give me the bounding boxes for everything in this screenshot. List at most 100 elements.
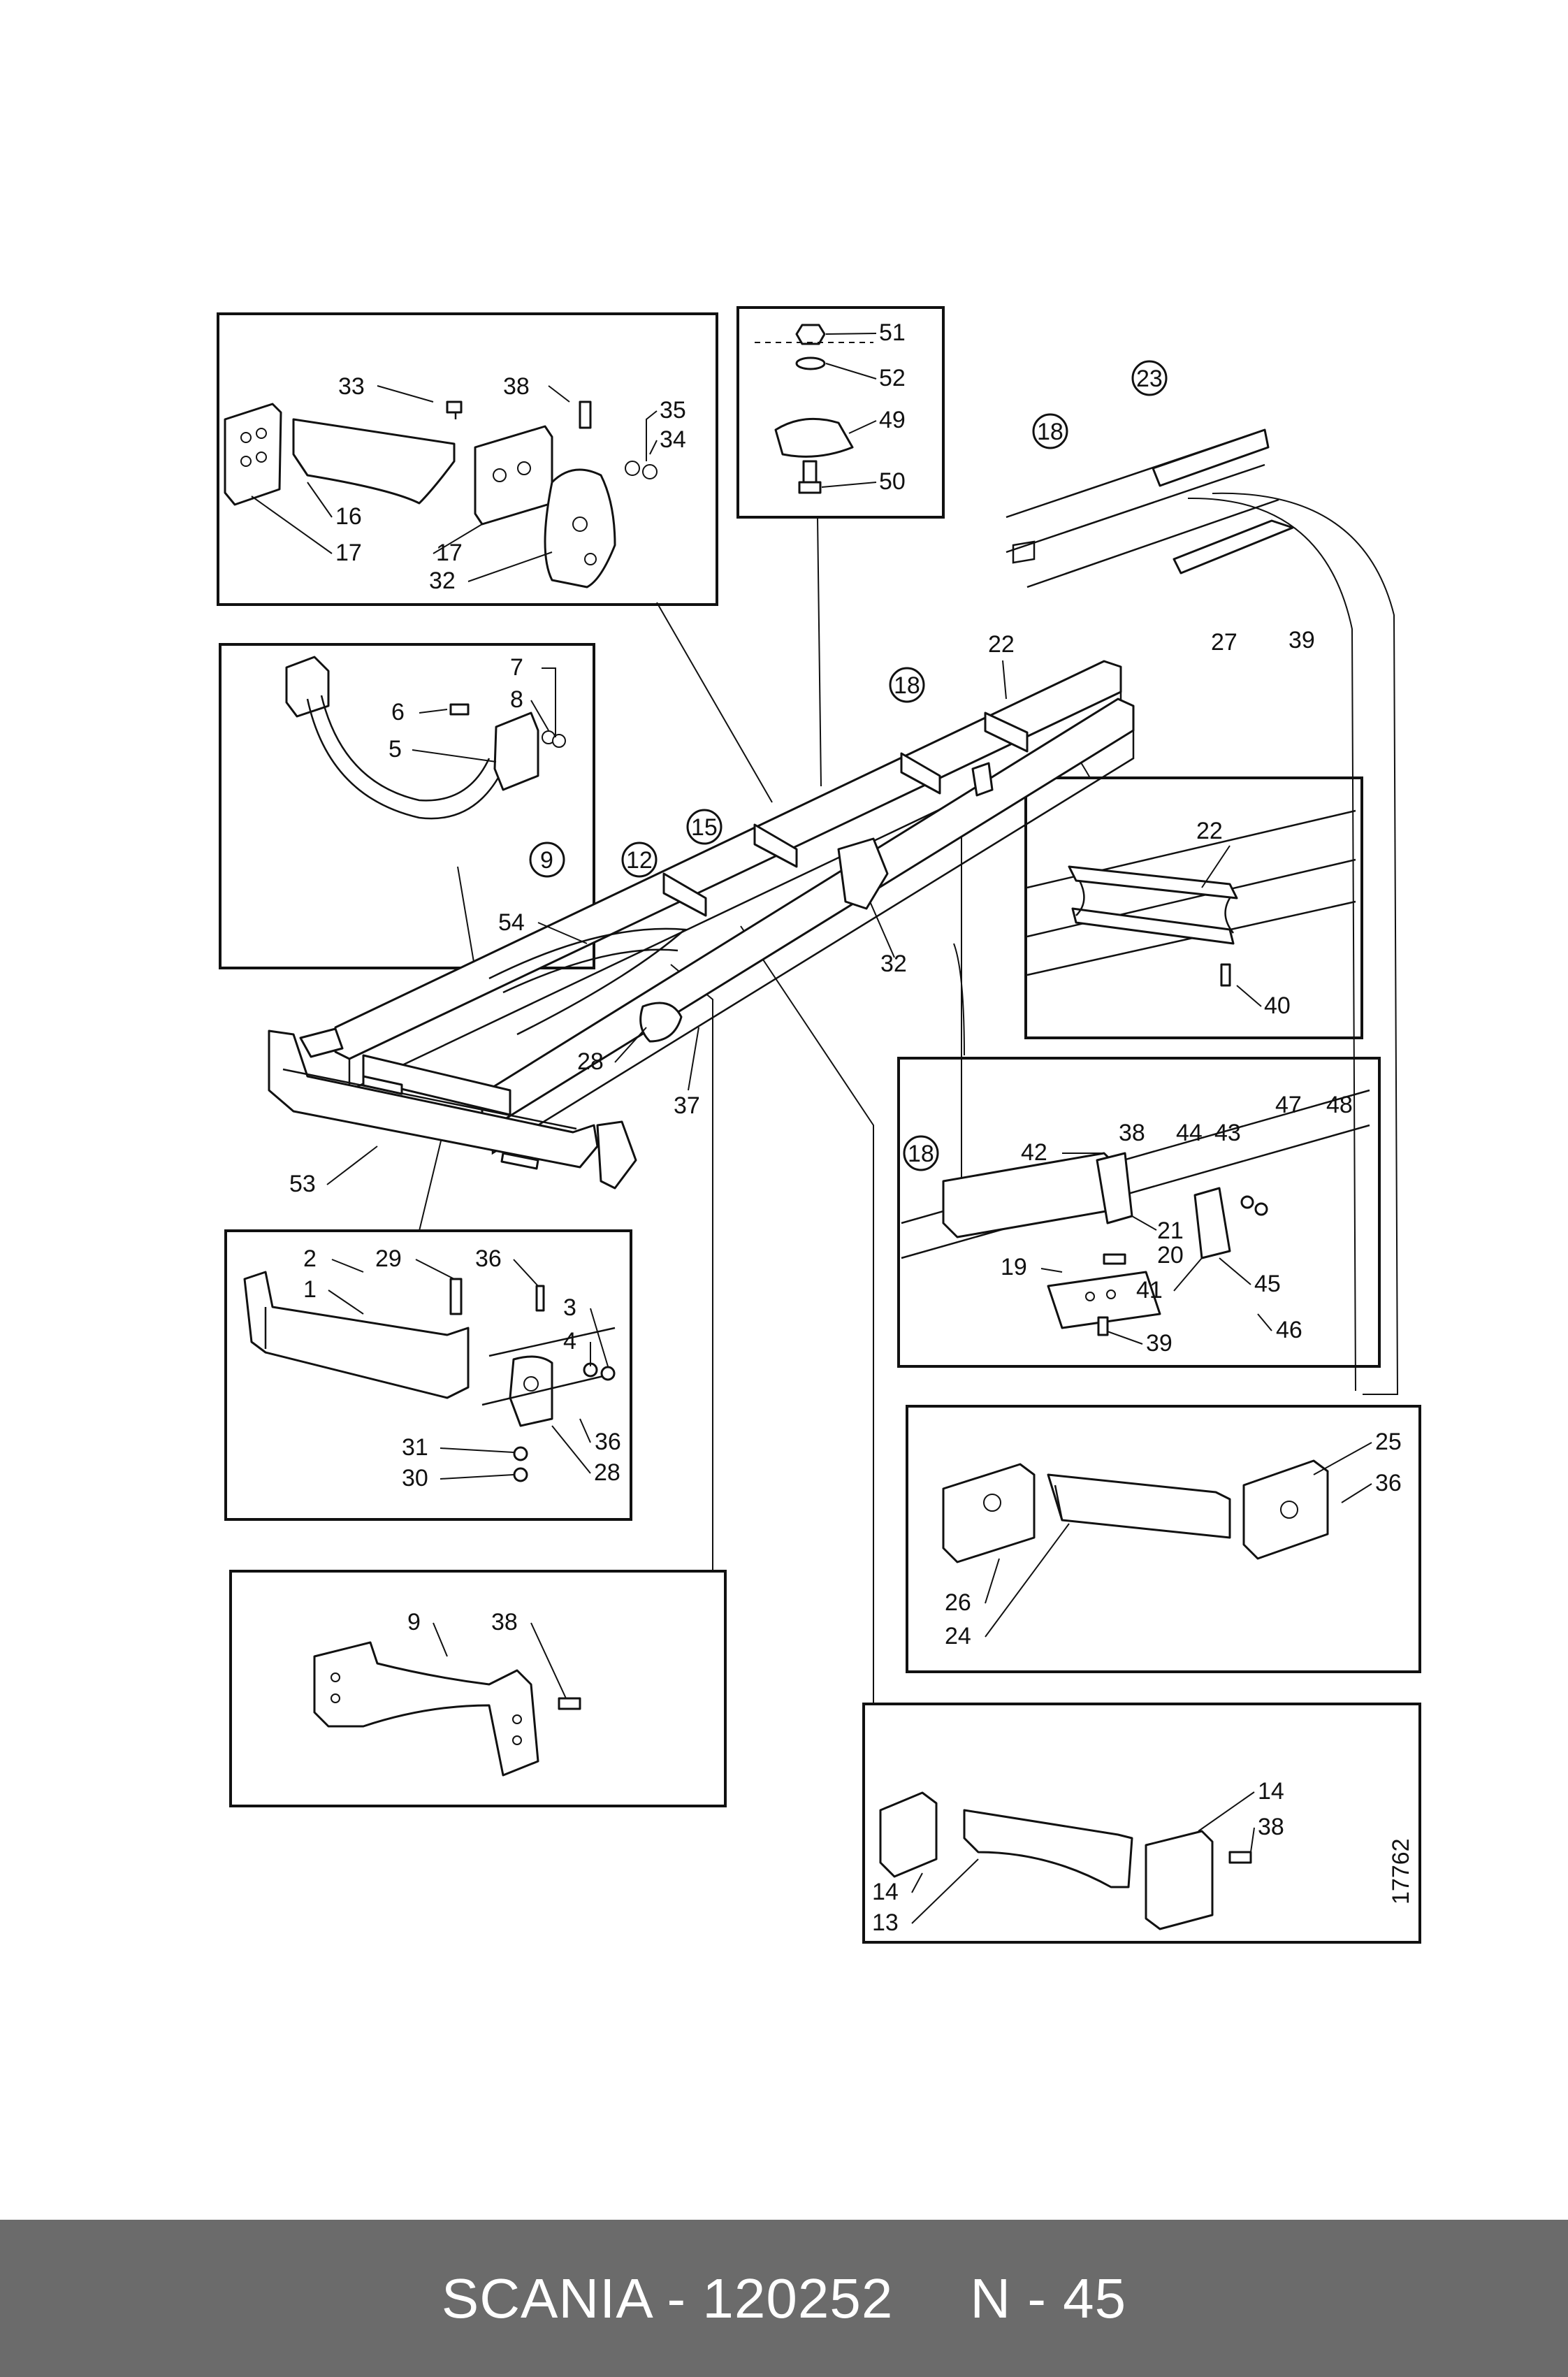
label-29: 29 — [375, 1245, 402, 1272]
label-14a: 14 — [1258, 1778, 1284, 1805]
label-4: 4 — [563, 1328, 576, 1354]
label-leader-ticks — [251, 333, 1372, 1924]
label-23: 23 — [1136, 366, 1163, 392]
panel-rear-crossmember-brackets — [217, 312, 718, 606]
label-27: 27 — [1211, 629, 1237, 656]
label-51: 51 — [879, 319, 906, 346]
label-42: 42 — [1021, 1139, 1047, 1166]
label-9-main: 9 — [540, 847, 553, 874]
panel-rear-crossmember-40 — [1024, 776, 1363, 1039]
panel-crossmember-9 — [229, 1570, 727, 1807]
callout-ring-12 — [621, 841, 658, 878]
label-39a: 39 — [1288, 627, 1315, 653]
leader-panel2-to-frame — [817, 516, 822, 787]
label-22b: 22 — [1196, 818, 1223, 844]
label-44: 44 — [1176, 1120, 1203, 1146]
panel-bump-stop — [736, 306, 945, 519]
label-31: 31 — [402, 1434, 428, 1461]
label-36c: 36 — [1375, 1470, 1402, 1496]
panel-front-crossmember — [224, 1229, 632, 1521]
main-chassis-frame — [334, 660, 1135, 1155]
label-33: 33 — [338, 373, 365, 400]
footer-brand-part-number: SCANIA - 120252 — [441, 2267, 894, 2329]
footer-page-reference: N - 45 — [970, 2267, 1127, 2329]
panel-front-axle-support — [219, 643, 595, 969]
label-38: 38 — [503, 373, 530, 400]
callout-ring-18-main — [889, 667, 925, 703]
label-36a: 36 — [475, 1245, 502, 1272]
label-28a: 28 — [577, 1048, 604, 1075]
label-22a: 22 — [988, 631, 1015, 658]
label-18-top: 18 — [1037, 419, 1064, 445]
label-3: 3 — [563, 1294, 576, 1321]
label-7: 7 — [510, 654, 523, 681]
label-24: 24 — [945, 1623, 971, 1649]
label-37: 37 — [674, 1092, 700, 1119]
leader-top-right-to-tow — [1212, 492, 1399, 1395]
label-41: 41 — [1136, 1277, 1163, 1303]
label-19: 19 — [1001, 1254, 1027, 1280]
panel-crossmember-13 — [862, 1703, 1421, 1944]
callout-ring-18-panel — [903, 1135, 939, 1171]
label-36b: 36 — [595, 1429, 621, 1455]
panel4-parts — [1026, 809, 1356, 987]
panel6-parts — [243, 1271, 616, 1482]
label-18-main: 18 — [894, 672, 920, 699]
callout-ring-18-top — [1032, 413, 1068, 449]
label-34: 34 — [660, 426, 686, 453]
label-1: 1 — [303, 1276, 317, 1303]
label-40: 40 — [1264, 992, 1291, 1019]
label-2: 2 — [303, 1245, 317, 1272]
panel3-parts — [285, 656, 566, 820]
footer-bar: SCANIA - 120252 N - 45 — [0, 2220, 1568, 2377]
leader-panel5-to-frame — [953, 943, 965, 1056]
panel9-parts — [879, 1791, 1252, 1930]
label-14b: 14 — [872, 1879, 899, 1905]
label-50: 50 — [879, 468, 906, 495]
label-38b: 38 — [1119, 1120, 1145, 1146]
panel7-parts — [942, 1459, 1329, 1563]
part-labels: 33 38 35 34 16 17 17 32 51 52 49 50 18 2… — [289, 319, 1414, 1936]
leader-panel8-to-frame — [670, 964, 713, 1571]
callout-ring-15 — [686, 809, 723, 845]
label-28b: 28 — [594, 1459, 620, 1486]
label-12: 12 — [626, 847, 653, 874]
label-38d: 38 — [1258, 1814, 1284, 1840]
panel1-parts — [224, 400, 658, 588]
leader-panel3-to-frame — [457, 866, 477, 979]
label-47: 47 — [1275, 1092, 1302, 1118]
panel5-parts — [901, 1089, 1370, 1336]
panel8-parts — [313, 1641, 581, 1777]
label-48: 48 — [1326, 1092, 1353, 1118]
leader-panel9-to-frame — [740, 925, 874, 1705]
label-46: 46 — [1276, 1317, 1302, 1343]
label-39b: 39 — [1146, 1330, 1173, 1357]
label-18-panel: 18 — [908, 1141, 934, 1167]
panel2-parts — [755, 324, 873, 494]
label-35: 35 — [660, 397, 686, 424]
label-25: 25 — [1375, 1429, 1402, 1455]
label-5: 5 — [389, 736, 402, 763]
label-20: 20 — [1157, 1242, 1184, 1269]
callout-ring-23 — [1131, 360, 1168, 396]
label-32a: 32 — [429, 568, 456, 594]
top-right-frame-detail — [1006, 428, 1294, 588]
chassis-frame-exploded-diagram: 33 38 35 34 16 17 17 32 51 52 49 50 18 2… — [217, 306, 1421, 1944]
label-54: 54 — [498, 909, 525, 936]
label-9-panel: 9 — [407, 1609, 421, 1635]
label-15: 15 — [691, 814, 718, 841]
label-53: 53 — [289, 1171, 316, 1197]
label-52: 52 — [879, 365, 906, 391]
label-21: 21 — [1157, 1218, 1184, 1244]
label-26: 26 — [945, 1589, 971, 1616]
label-38c: 38 — [491, 1609, 518, 1635]
label-43: 43 — [1214, 1120, 1241, 1146]
label-13: 13 — [872, 1909, 899, 1936]
leader-top-right-to-crossmember — [1187, 497, 1356, 1392]
label-49: 49 — [879, 407, 906, 433]
label-45: 45 — [1254, 1271, 1281, 1297]
label-16: 16 — [335, 503, 362, 530]
label-30: 30 — [402, 1465, 428, 1491]
label-6: 6 — [391, 699, 405, 725]
label-8: 8 — [510, 686, 523, 713]
